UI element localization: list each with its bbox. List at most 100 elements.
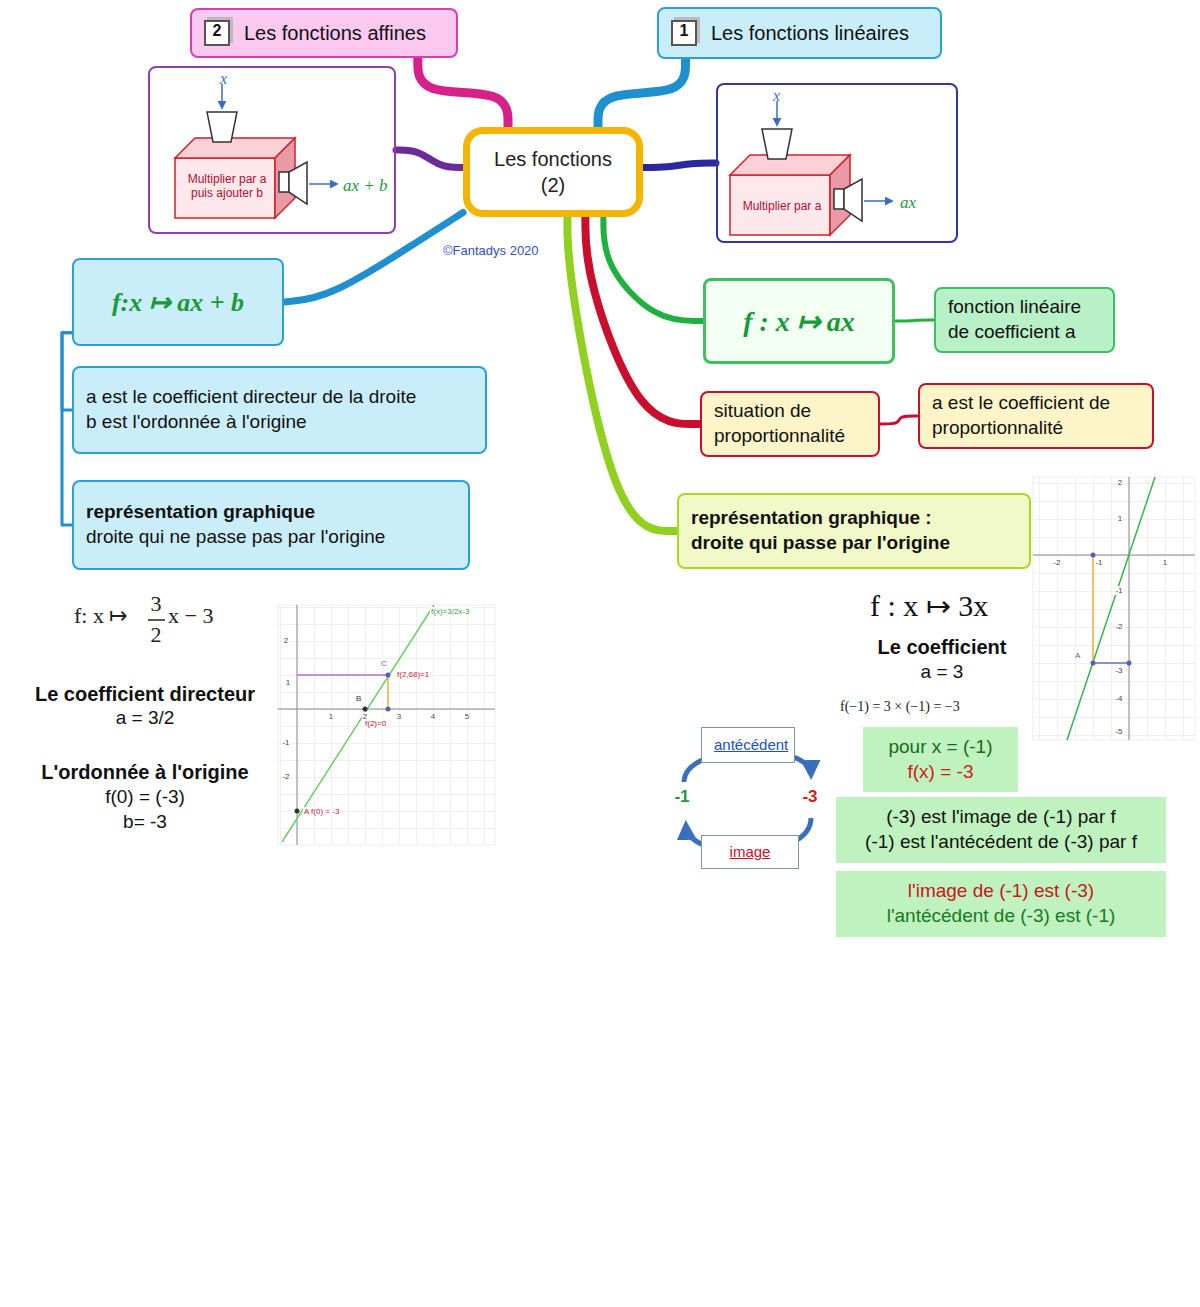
label-text: f: x ↦: [74, 603, 127, 628]
fraction-bar: [148, 619, 165, 621]
label-text: 2: [362, 712, 368, 721]
node-text: a est le coefficient directeur de la dro…: [86, 385, 473, 410]
line-shape: [1092, 555, 1093, 663]
label-text: -2: [281, 772, 290, 781]
node-text: représentation graphique: [86, 500, 456, 525]
circle-shape: [386, 673, 391, 678]
line-shape: [1033, 555, 1195, 556]
label-text: f(0) = (-3): [105, 786, 185, 808]
mindmap-node: fonction linéaire de coefficient a: [934, 287, 1115, 353]
circle-shape: [1091, 553, 1096, 558]
label-text: f(−1) = 3 × (−1) = −3: [840, 699, 960, 715]
label-text: a = 3/2: [116, 707, 175, 729]
label-text: 3: [151, 591, 162, 616]
label-text: Le coefficient: [878, 636, 1007, 659]
node-text: Les fonctions linéaires: [711, 20, 909, 46]
node-text: (-1) est l'antécédent de (-3) par f: [848, 830, 1154, 855]
mindmap-node: l'image de (-1) est (-3)l'antécédent de …: [836, 871, 1166, 937]
label-text: -5: [1114, 727, 1123, 736]
mindmap-node: xMultiplier par a puis ajouter bax + b: [148, 66, 396, 234]
label-text: ©Fantadys 2020: [443, 244, 539, 259]
label-text: 2: [151, 622, 162, 647]
line-shape: [1067, 477, 1155, 740]
node-text: fonction linéaire de coefficient a: [948, 295, 1101, 344]
mindmap-node: (-3) est l'image de (-1) par f(-1) est l…: [836, 797, 1166, 863]
rect-shape: [278, 605, 495, 845]
node-text: image: [714, 842, 786, 862]
label-text: 3: [396, 712, 402, 721]
node-text: f:x ↦ ax + b: [86, 287, 270, 318]
line-shape: [297, 674, 388, 675]
circle-shape: [386, 707, 391, 712]
circle-shape: [1091, 661, 1096, 666]
branch-connector: [567, 217, 677, 531]
mindmap-node: f : x ↦ ax: [703, 278, 895, 364]
label-text: A f(0) = -3: [303, 807, 340, 816]
mindmap-node: représentation graphiquedroite qui ne pa…: [72, 480, 470, 570]
circle-shape: [295, 809, 300, 814]
mindmap-node: 1 Les fonctions linéaires: [657, 7, 942, 59]
label-text: B: [355, 694, 362, 703]
node-text: b est l'ordonnée à l'origine: [86, 410, 473, 435]
label-text: 1: [328, 712, 334, 721]
branch-connector: [895, 320, 934, 321]
node-text: Les fonctions affines: [244, 20, 426, 46]
branch-connector: [880, 416, 918, 424]
graph-affine: [278, 605, 495, 845]
label-text: f : x ↦ 3x: [870, 589, 988, 624]
label-text: -1: [1094, 558, 1103, 567]
line-shape: [282, 605, 434, 842]
graph-lineaire: [1033, 477, 1195, 740]
label-text: A: [1074, 651, 1081, 660]
node-text: pour x = (-1): [875, 735, 1006, 760]
node-text: 1: [671, 20, 697, 46]
node-text: ax: [900, 193, 940, 213]
node-text: droite qui passe par l'origine: [691, 531, 1017, 556]
node-text: droite qui ne passe pas par l'origine: [86, 525, 456, 550]
mindmap-node: situation de proportionnalité: [700, 391, 880, 457]
mindmap-node: 2Les fonctions affines: [190, 8, 458, 58]
mindmap-node: antécédent: [701, 727, 795, 763]
mindmap-node: Les fonctions (2): [463, 127, 643, 217]
line-shape: [1129, 477, 1130, 740]
branch-connector: [62, 333, 72, 525]
node-text: antécédent: [714, 735, 782, 755]
label-text: -1: [1114, 586, 1123, 595]
machine-drawing: [175, 84, 337, 218]
node-text: Multiplier par a puis ajouter b: [179, 172, 275, 201]
label-text: -1: [281, 738, 290, 747]
node-text: représentation graphique :: [691, 506, 1017, 531]
label-text: 1: [285, 678, 291, 687]
label-text: 2: [1117, 478, 1123, 487]
label-text: 4: [430, 712, 436, 721]
branch-connector: [598, 59, 686, 127]
label-text: 2: [283, 636, 289, 645]
branch-connector: [396, 150, 463, 168]
label-text: -4: [1114, 694, 1123, 703]
branch-connector: [603, 217, 703, 321]
node-text: f(x) = -3: [875, 760, 1006, 785]
label-text: -2: [1052, 558, 1061, 567]
mindmap-node: xMultiplier par aax: [716, 83, 958, 243]
node-text: x: [773, 87, 793, 105]
mindmap-node: représentation graphique :droite qui pas…: [677, 493, 1031, 569]
mindmap-node: f:x ↦ ax + b: [72, 258, 284, 346]
node-text: l'antécédent de (-3) est (-1): [848, 904, 1154, 929]
label-text: 1: [1162, 558, 1168, 567]
machine-drawing: [730, 101, 892, 235]
branch-connector: [585, 217, 700, 424]
circle-shape: [363, 707, 368, 712]
mindmap-node: a est le coefficient de proportionnalité: [918, 383, 1154, 449]
label-text: C: [380, 659, 388, 668]
node-text: f : x ↦ ax: [718, 305, 880, 338]
branch-connector: [284, 213, 463, 303]
label-text: L'ordonnée à l'origine: [41, 761, 248, 784]
node-text: (-3) est l'image de (-1) par f: [848, 805, 1154, 830]
branch-connector: [643, 163, 716, 168]
node-text: ax + b: [343, 176, 395, 196]
mindmap-node: image: [701, 835, 799, 869]
circle-shape: [1127, 661, 1132, 666]
label-text: -2: [1114, 622, 1123, 631]
node-text: situation de proportionnalité: [714, 399, 866, 448]
